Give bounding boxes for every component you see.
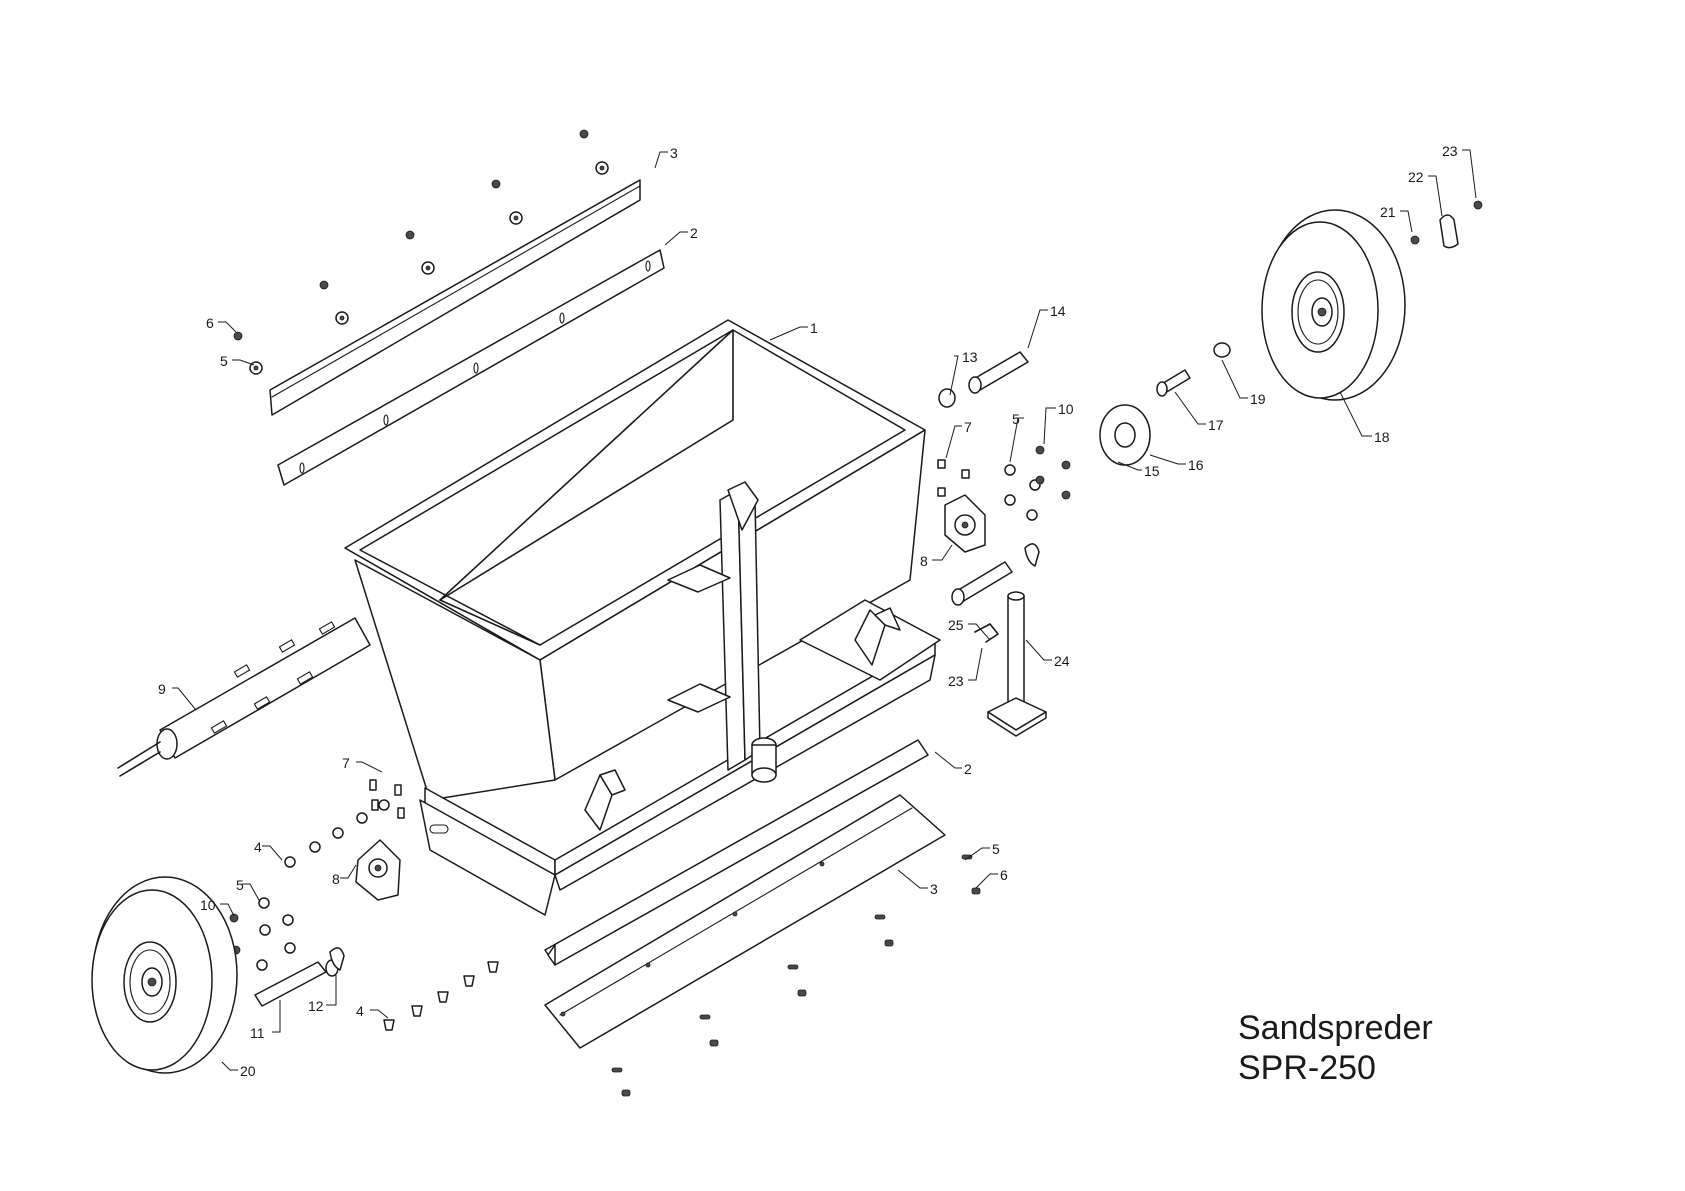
- callout-label: 20: [240, 1063, 256, 1079]
- callout-label: 23: [1442, 143, 1458, 159]
- model-number: SPR-250: [1238, 1048, 1433, 1088]
- right-bearing-group: [938, 343, 1230, 736]
- callout-label: 7: [964, 419, 972, 435]
- wheel-right: [1262, 201, 1482, 400]
- callout-label: 9: [158, 681, 166, 697]
- callout-label: 5: [236, 877, 244, 893]
- callout-label: 17: [1208, 417, 1224, 433]
- callout-label: 21: [1380, 204, 1396, 220]
- callout-label: 14: [1050, 303, 1066, 319]
- model-name: Sandspreder: [1238, 1008, 1433, 1048]
- callout-label: 3: [930, 881, 938, 897]
- callout-label: 8: [332, 871, 340, 887]
- callout-label: 2: [964, 761, 972, 777]
- callout-label: 3: [670, 145, 678, 161]
- callout-label: 10: [1058, 401, 1074, 417]
- callout-label: 5: [220, 353, 228, 369]
- callout-label: 19: [1250, 391, 1266, 407]
- callout-label: 23: [948, 673, 964, 689]
- callout-label: 4: [356, 1003, 364, 1019]
- callout-label: 8: [920, 553, 928, 569]
- callout-label: 10: [200, 897, 216, 913]
- callout-label: 7: [342, 755, 350, 771]
- callout-label: 5: [992, 841, 1000, 857]
- callout-label: 25: [948, 617, 964, 633]
- axle-tube: [118, 618, 370, 776]
- callout-label: 5: [1012, 411, 1020, 427]
- callout-label: 15: [1144, 463, 1160, 479]
- callout-label: 4: [254, 839, 262, 855]
- callout-label: 24: [1054, 653, 1070, 669]
- callout-label: 22: [1408, 169, 1424, 185]
- title-block: Sandspreder SPR-250: [1238, 1008, 1433, 1088]
- callout-label: 16: [1188, 457, 1204, 473]
- callout-label: 2: [690, 225, 698, 241]
- callout-label: 6: [1000, 867, 1008, 883]
- callout-label: 11: [250, 1025, 265, 1041]
- callout-label: 6: [206, 315, 214, 331]
- callout-label: 13: [962, 349, 978, 365]
- callout-label: 1: [810, 320, 818, 336]
- left-bearing-group: [230, 780, 404, 1006]
- callout-label: 18: [1374, 429, 1390, 445]
- callout-label: 12: [308, 998, 324, 1014]
